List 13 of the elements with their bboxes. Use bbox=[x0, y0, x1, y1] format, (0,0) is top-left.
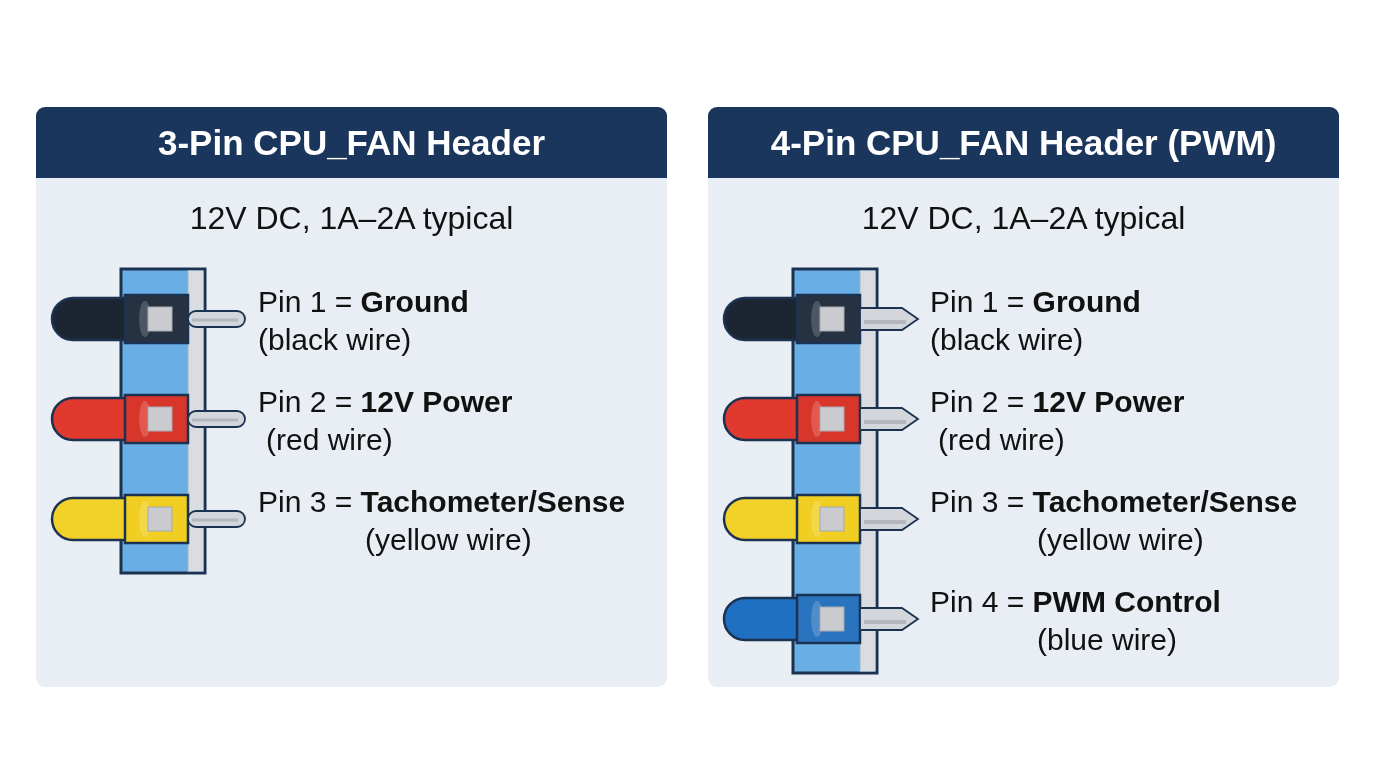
power-spec-text: 12V DC, 1A–2A typical bbox=[861, 199, 1186, 238]
card-title: 3-Pin CPU_FAN Header bbox=[157, 121, 546, 164]
pinout-card bbox=[36, 107, 667, 687]
power-spec-text: 12V DC, 1A–2A typical bbox=[189, 199, 514, 238]
pinout-card bbox=[708, 107, 1339, 687]
pin-label: Pin 1 = Ground (black wire) bbox=[930, 284, 1141, 358]
pin-label: Pin 3 = Tachometer/Sense (yellow wire) bbox=[258, 484, 626, 558]
pin-label: Pin 2 = 12V Power (red wire) bbox=[930, 384, 1185, 458]
pin-label: Pin 4 = PWM Control (blue wire) bbox=[930, 584, 1221, 658]
pin-label: Pin 3 = Tachometer/Sense (yellow wire) bbox=[930, 484, 1298, 558]
pin-label: Pin 2 = 12V Power (red wire) bbox=[258, 384, 513, 458]
card-title: 4-Pin CPU_FAN Header (PWM) bbox=[770, 121, 1277, 164]
pin-label: Pin 1 = Ground (black wire) bbox=[258, 284, 469, 358]
